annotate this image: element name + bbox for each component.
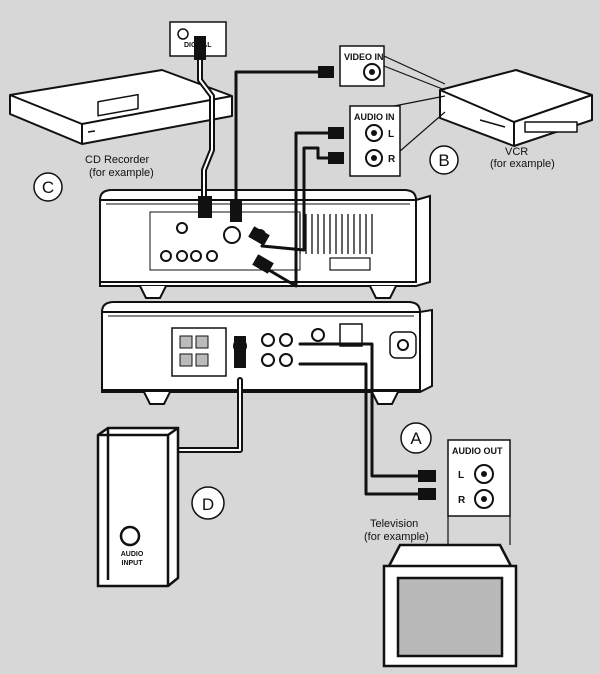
audio-out-r-label: R <box>458 495 466 506</box>
svg-text:A: A <box>410 429 422 448</box>
television-note: (for example) <box>364 531 429 543</box>
tv-callout-lines <box>447 516 511 545</box>
subwoofer <box>96 426 180 588</box>
audio-in-r-label: R <box>388 154 396 165</box>
marker-c: C <box>33 172 63 202</box>
audio-in-l-label: L <box>388 129 394 140</box>
audio-out-label: AUDIO OUT <box>452 446 503 456</box>
video-in-box: VIDEO IN <box>339 45 385 87</box>
marker-a: A <box>400 422 432 454</box>
video-in-label: VIDEO IN <box>344 52 384 62</box>
cd-recorder-note: (for example) <box>89 167 154 179</box>
vcr-device <box>439 69 593 147</box>
vcr-note: (for example) <box>490 158 555 170</box>
cd-recorder-label: CD Recorder <box>85 154 150 166</box>
audio-out-box: AUDIO OUT L R <box>447 439 511 517</box>
television <box>382 543 518 668</box>
audio-out-l-label: L <box>458 470 464 481</box>
television-label: Television <box>370 518 418 530</box>
marker-d: D <box>191 486 225 520</box>
upper-unit <box>99 189 431 299</box>
sub-audio-input-jack: AUDIO INPUT <box>119 525 144 567</box>
lower-unit <box>101 301 433 405</box>
svg-text:C: C <box>42 178 54 197</box>
sub-input-label-1: AUDIO <box>121 551 144 558</box>
cd-recorder-device <box>9 69 233 145</box>
audio-in-label: AUDIO IN <box>354 112 395 122</box>
audio-in-box: AUDIO IN L R <box>349 105 401 177</box>
marker-b: B <box>429 145 459 175</box>
vcr-label: VCR <box>505 146 528 158</box>
sub-input-label-2: INPUT <box>122 560 144 567</box>
svg-text:B: B <box>438 151 449 170</box>
svg-text:D: D <box>202 495 214 514</box>
